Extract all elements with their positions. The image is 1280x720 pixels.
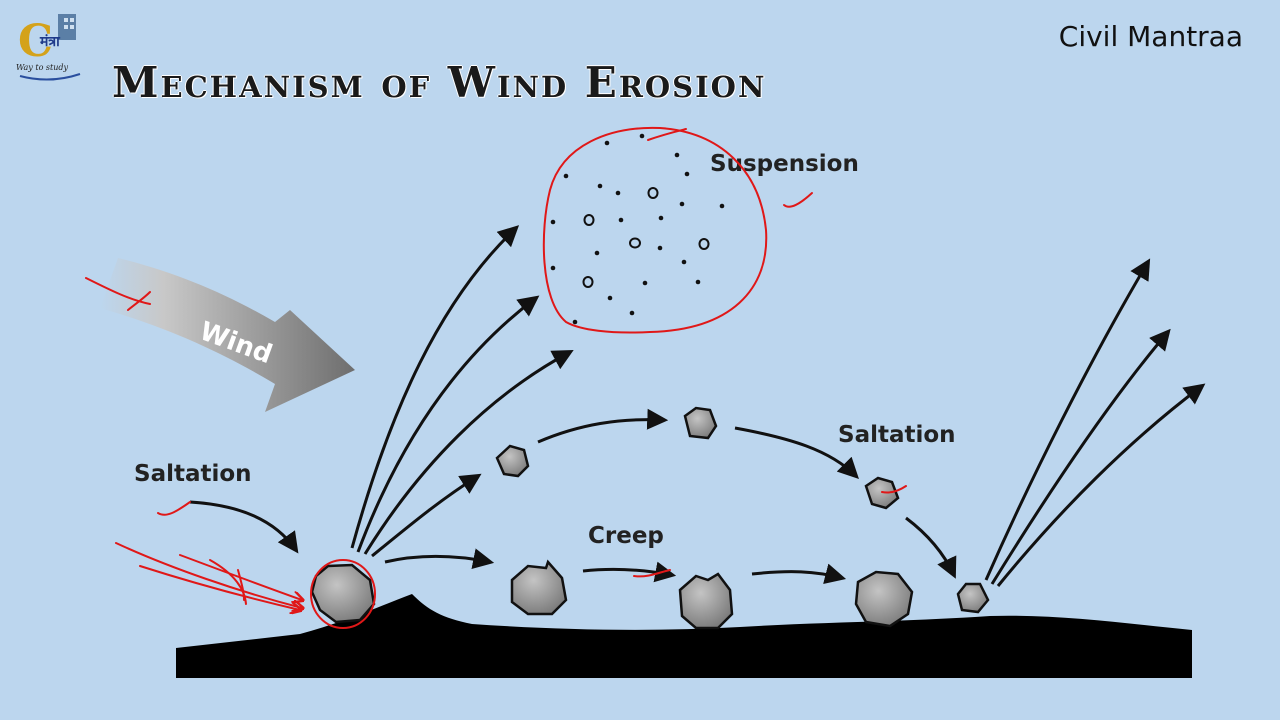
suspension-label: Suspension [710, 151, 859, 177]
page-title: Mechanism of Wind Erosion [112, 58, 767, 107]
trajectory-arrows [189, 225, 1206, 587]
civil-mantraa-logo: C मंत्रा Way to study [16, 14, 81, 81]
ground [176, 594, 1192, 678]
suspension-grains [582, 187, 710, 288]
logo-hindi: मंत्रा [39, 34, 61, 50]
saltation-label-left: Saltation [134, 461, 252, 487]
red-annotations [85, 126, 907, 629]
creep-label: Creep [588, 523, 664, 549]
logo-letter: C [18, 16, 53, 67]
logo-tagline: Way to study [16, 63, 69, 72]
wind-arrow: Wind [100, 258, 355, 412]
saltation-label-right: Saltation [838, 422, 956, 448]
rocks [310, 406, 990, 630]
suspension-particles [550, 133, 725, 325]
brand-name: Civil Mantraa [1058, 20, 1243, 53]
